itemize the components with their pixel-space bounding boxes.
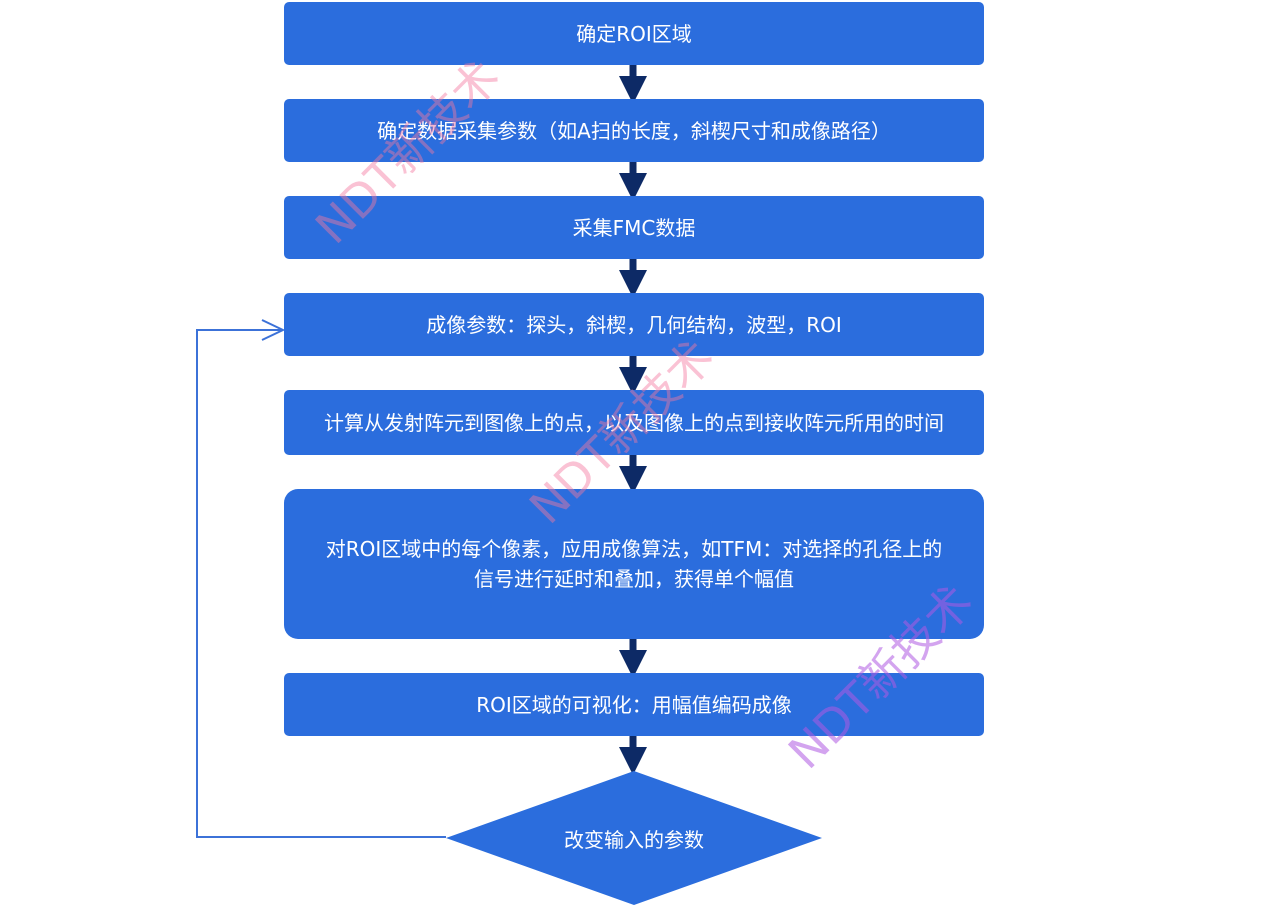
- step-7-label: ROI区域的可视化：用幅值编码成像: [476, 692, 792, 717]
- step-compute-times: 计算从发射阵元到图像上的点，以及图像上的点到接收阵元所用的时间: [284, 390, 984, 455]
- step-imaging-parameters: 成像参数：探头，斜楔，几何结构，波型，ROI: [284, 293, 984, 356]
- step-3-label: 采集FMC数据: [572, 215, 696, 240]
- step-visualize-roi: ROI区域的可视化：用幅值编码成像: [284, 673, 984, 736]
- decision-diamond: [446, 771, 822, 905]
- step-2-label: 确定数据采集参数（如A扫的长度，斜楔尺寸和成像路径）: [377, 118, 891, 143]
- step-apply-algorithm: 对ROI区域中的每个像素，应用成像算法，如TFM：对选择的孔径上的 信号进行延时…: [284, 489, 984, 639]
- step-6-label: 对ROI区域中的每个像素，应用成像算法，如TFM：对选择的孔径上的 信号进行延时…: [325, 537, 943, 591]
- feedback-loop-line: [196, 329, 446, 838]
- step-1-label: 确定ROI区域: [576, 21, 692, 46]
- decision-label: 改变输入的参数: [564, 827, 704, 852]
- step-5-label: 计算从发射阵元到图像上的点，以及图像上的点到接收阵元所用的时间: [324, 410, 944, 435]
- step-acquisition-parameters: 确定数据采集参数（如A扫的长度，斜楔尺寸和成像路径）: [284, 99, 984, 162]
- step-define-roi: 确定ROI区域: [284, 2, 984, 65]
- feedback-loop-arrowhead: [261, 319, 286, 341]
- step-acquire-fmc: 采集FMC数据: [284, 196, 984, 259]
- step-4-label: 成像参数：探头，斜楔，几何结构，波型，ROI: [426, 312, 842, 337]
